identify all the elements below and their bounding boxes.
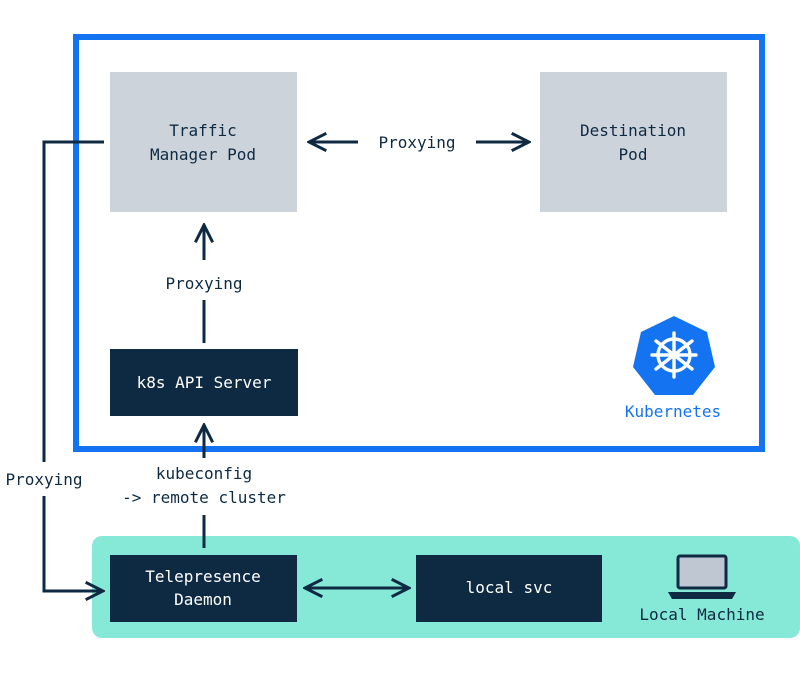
local-machine-label: Local Machine — [639, 605, 764, 624]
edge-label-proxying-left: Proxying — [5, 470, 82, 489]
traffic-manager-pod: Traffic Manager Pod — [110, 72, 297, 212]
local-svc: local svc — [416, 555, 602, 622]
k8s-api-server-label: k8s API Server — [137, 373, 272, 392]
traffic-manager-pod-label-line2: Manager Pod — [150, 145, 256, 164]
laptop-icon — [668, 554, 736, 599]
edge-traffic-manager-destination: Proxying — [310, 133, 528, 152]
destination-pod-label-line1: Destination — [580, 121, 686, 140]
kubernetes-helm-wheel-icon — [633, 316, 715, 395]
edge-label-kubeconfig: kubeconfig — [156, 464, 252, 483]
telepresence-daemon-label-line1: Telepresence — [145, 567, 261, 586]
edge-label-remote-cluster: -> remote cluster — [122, 488, 286, 507]
edge-api-server-traffic-manager: Proxying — [165, 226, 243, 343]
edge-traffic-manager-daemon: Proxying — [5, 140, 104, 591]
edge-daemon-api-server: kubeconfig -> remote cluster — [122, 426, 286, 548]
kubernetes-cluster-frame — [73, 34, 765, 452]
destination-pod-label-line2: Pod — [619, 145, 648, 164]
destination-pod: Destination Pod — [540, 72, 727, 212]
k8s-api-server: k8s API Server — [110, 349, 298, 416]
local-svc-label: local svc — [466, 578, 553, 597]
edge-label-proxying-api: Proxying — [165, 274, 242, 293]
kubernetes-label: Kubernetes — [625, 402, 721, 421]
traffic-manager-pod-label-line1: Traffic — [169, 121, 236, 140]
telepresence-daemon: Telepresence Daemon — [110, 555, 297, 622]
telepresence-daemon-label-line2: Daemon — [174, 590, 232, 609]
edge-label-proxying-pods: Proxying — [378, 133, 455, 152]
